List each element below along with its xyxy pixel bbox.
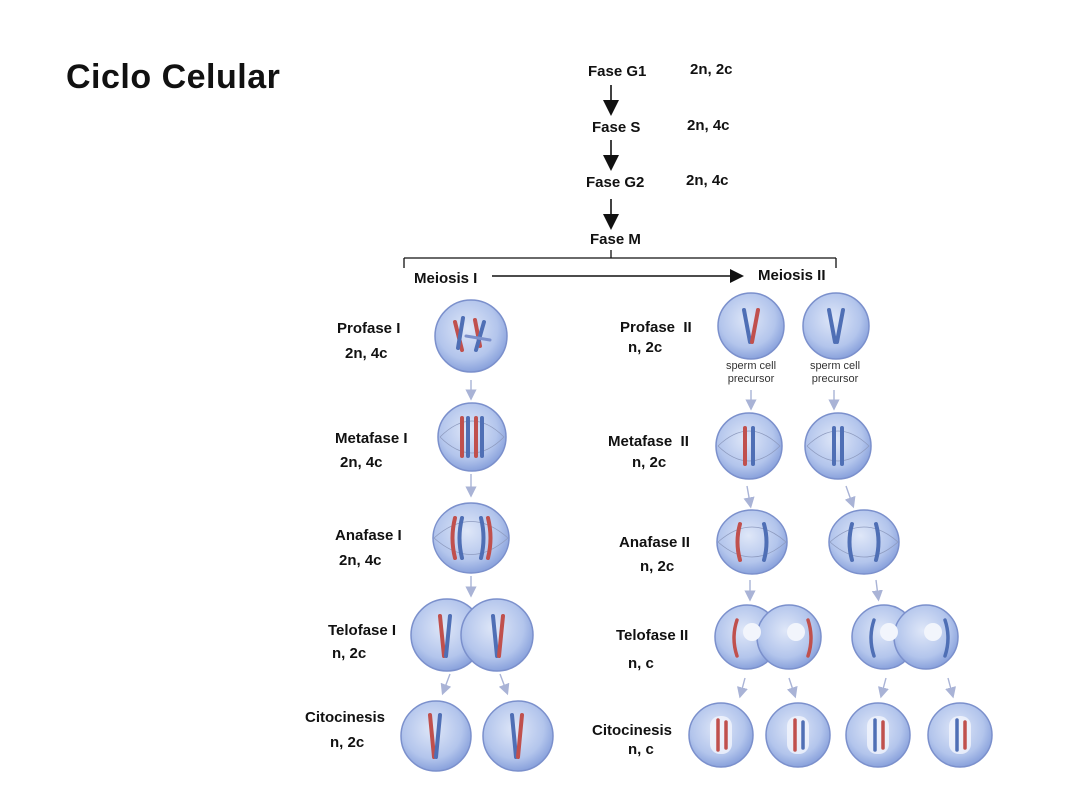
phase-g2-label: Fase G2	[586, 174, 645, 191]
cell-telofase-2a	[714, 604, 822, 670]
anafase-2-label: Anafase II	[619, 534, 690, 551]
profase-1-label: Profase I	[337, 320, 401, 337]
citocinesis-1-label: Citocinesis	[305, 709, 386, 726]
arrow-m2-4a	[737, 677, 748, 699]
cell-anafase-1	[432, 502, 510, 574]
cell-anafase-2a	[716, 509, 788, 575]
cell-citocinesis-2d	[927, 702, 993, 768]
anafase-2-ploidy: n, 2c	[640, 558, 675, 575]
arrow-m1-4a	[440, 673, 452, 696]
arrow-m2-4c	[878, 677, 889, 699]
citocinesis-1-ploidy: n, 2c	[330, 734, 365, 751]
cell-profase-1	[434, 299, 508, 373]
phase-m-bracket	[403, 250, 837, 268]
profase-2-ploidy: n, 2c	[628, 339, 663, 356]
cell-citocinesis-1b	[482, 700, 554, 772]
telofase-1-label: Telofase I	[328, 622, 397, 639]
sperm-caption-left: sperm cell precursor	[722, 360, 780, 386]
cell-profase-2a	[717, 292, 785, 360]
metafase-2-ploidy: n, 2c	[632, 454, 667, 471]
phase-m-label: Fase M	[590, 231, 641, 248]
anafase-1-ploidy: 2n, 4c	[339, 552, 382, 569]
cell-metafase-1	[437, 402, 507, 472]
phase-g1-ploidy: 2n, 2c	[690, 61, 733, 78]
arrow-m2-4b	[786, 677, 798, 699]
sperm-caption-right-line1: sperm cell	[809, 360, 861, 372]
telofase-2-ploidy: n, c	[628, 655, 654, 672]
cell-telofase-2b	[851, 604, 959, 670]
anafase-1-label: Anafase I	[335, 527, 402, 544]
profase-2-label: Profase II	[620, 319, 692, 336]
phase-s-label: Fase S	[592, 119, 641, 136]
arrow-m2-3b	[871, 579, 883, 602]
citocinesis-2-label: Citocinesis	[592, 722, 673, 739]
telofase-1-ploidy: n, 2c	[332, 645, 367, 662]
sperm-caption-right-line2: precursor	[811, 373, 859, 385]
arrow-m2-4d	[945, 677, 956, 699]
metafase-1-label: Metafase I	[335, 430, 408, 447]
phase-s-ploidy: 2n, 4c	[687, 117, 730, 134]
cell-metafase-2a	[715, 412, 783, 480]
meiosis-2-label: Meiosis II	[758, 267, 826, 284]
cell-metafase-2b	[804, 412, 872, 480]
sperm-caption-right: sperm cell precursor	[806, 360, 864, 386]
sperm-caption-left-line2: precursor	[727, 373, 775, 385]
cell-profase-2b	[802, 292, 870, 360]
cell-citocinesis-2c	[845, 702, 911, 768]
arrow-m2-2b	[844, 485, 856, 509]
cell-citocinesis-2b	[765, 702, 831, 768]
metafase-2-label: Metafase II	[608, 433, 689, 450]
profase-1-ploidy: 2n, 4c	[345, 345, 388, 362]
phase-g1-label: Fase G1	[588, 63, 647, 80]
telofase-2-label: Telofase II	[616, 627, 689, 644]
citocinesis-2-ploidy: n, c	[628, 741, 654, 758]
sperm-caption-left-line1: sperm cell	[725, 360, 777, 372]
phase-g2-ploidy: 2n, 4c	[686, 172, 729, 189]
cell-citocinesis-2a	[688, 702, 754, 768]
cell-anafase-2b	[828, 509, 900, 575]
arrow-m1-4b	[498, 673, 510, 696]
cell-citocinesis-1a	[400, 700, 472, 772]
metafase-1-ploidy: 2n, 4c	[340, 454, 383, 471]
page-title: Ciclo Celular	[66, 58, 281, 96]
meiosis-1-label: Meiosis I	[414, 270, 478, 287]
arrow-m2-2a	[743, 485, 755, 509]
cell-telofase-1	[410, 598, 534, 672]
